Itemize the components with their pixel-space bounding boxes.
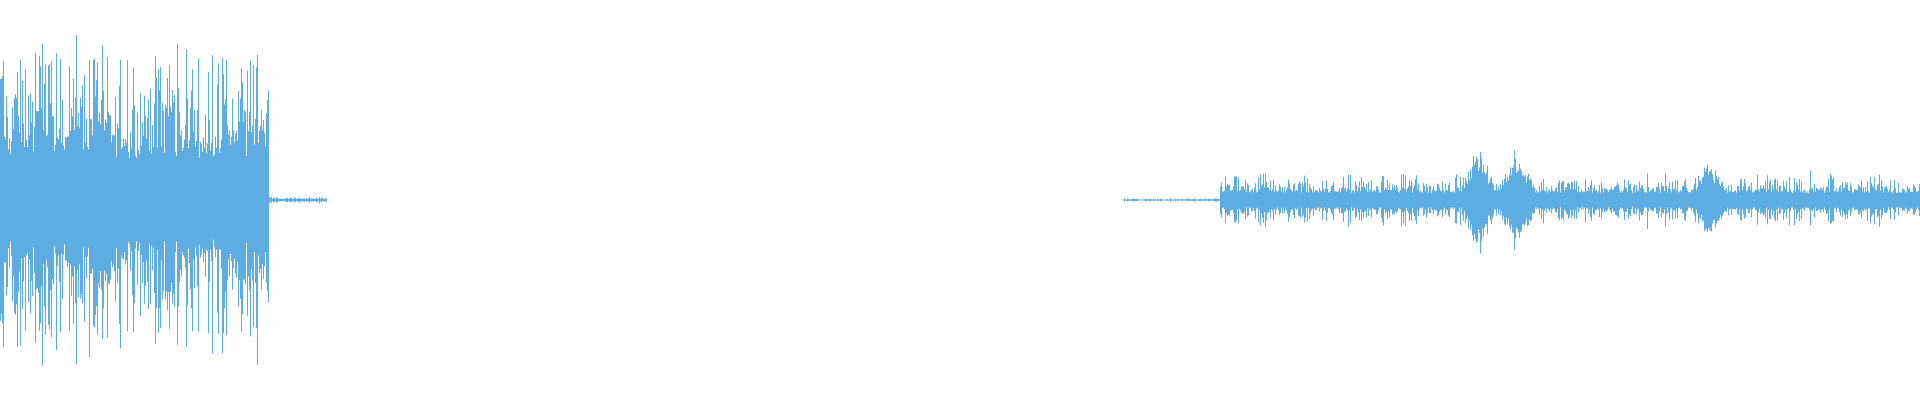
waveform-bars <box>0 35 1920 366</box>
waveform-path <box>0 35 1920 366</box>
